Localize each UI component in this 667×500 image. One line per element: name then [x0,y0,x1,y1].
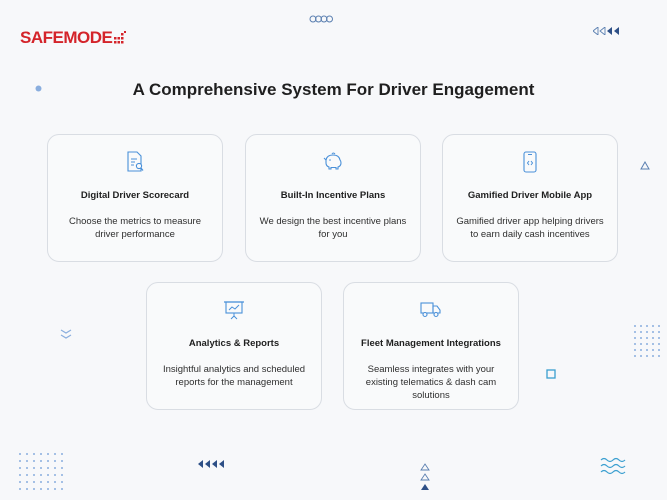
arrows-left-decoration-icon [593,27,619,35]
dot-decoration-icon [35,85,42,92]
chevrons-decoration-icon [60,329,72,339]
card-description: Gamified driver app helping drivers to e… [456,216,604,240]
card-title: Gamified Driver Mobile App [467,190,593,201]
card-description: Insightful analytics and scheduled repor… [162,364,306,388]
waves-decoration-icon [600,457,626,475]
arrows-left-bottom-decoration-icon [198,460,224,468]
presentation-chart-icon [224,301,244,320]
card-description: Choose the metrics to measure driver per… [68,216,201,240]
dot-grid-decoration-icon [634,325,660,357]
card-title: Analytics & Reports [188,338,280,349]
mobile-app-icon [523,151,537,173]
card-title: Built-In Incentive Plans [280,190,386,201]
piggy-bank-icon [323,152,342,170]
card-description: We design the best incentive plans for y… [259,216,407,240]
logo-grid-icon [114,31,127,44]
page-title: A Comprehensive System For Driver Engage… [132,80,535,99]
feature-card-gamified-driver-mobile-app[interactable]: Gamified Driver Mobile App Gamified driv… [442,134,618,262]
logo-text: SAFEMODE [20,28,113,47]
feature-card-analytics-reports[interactable]: Analytics & Reports Insightful analytics… [146,282,322,410]
rings-decoration-icon [309,15,333,23]
card-title: Fleet Management Integrations [361,338,501,349]
feature-card-digital-driver-scorecard[interactable]: Digital Driver Scorecard Choose the metr… [47,134,223,262]
truck-icon [420,302,441,318]
feature-card-fleet-management-integrations[interactable]: Fleet Management Integrations Seamless i… [343,282,519,410]
triangles-up-decoration-icon [420,463,430,490]
dot-grid-bottom-decoration-icon [19,453,63,490]
square-decoration-icon [546,369,556,379]
safemode-logo[interactable]: SAFEMODE [20,28,127,48]
card-description: Seamless integrates with your existing t… [365,364,497,401]
scorecard-icon [127,151,144,172]
feature-card-built-in-incentive-plans[interactable]: Built-In Incentive Plans We design the b… [245,134,421,262]
triangle-decoration-icon [640,161,650,170]
card-title: Digital Driver Scorecard [80,190,190,201]
